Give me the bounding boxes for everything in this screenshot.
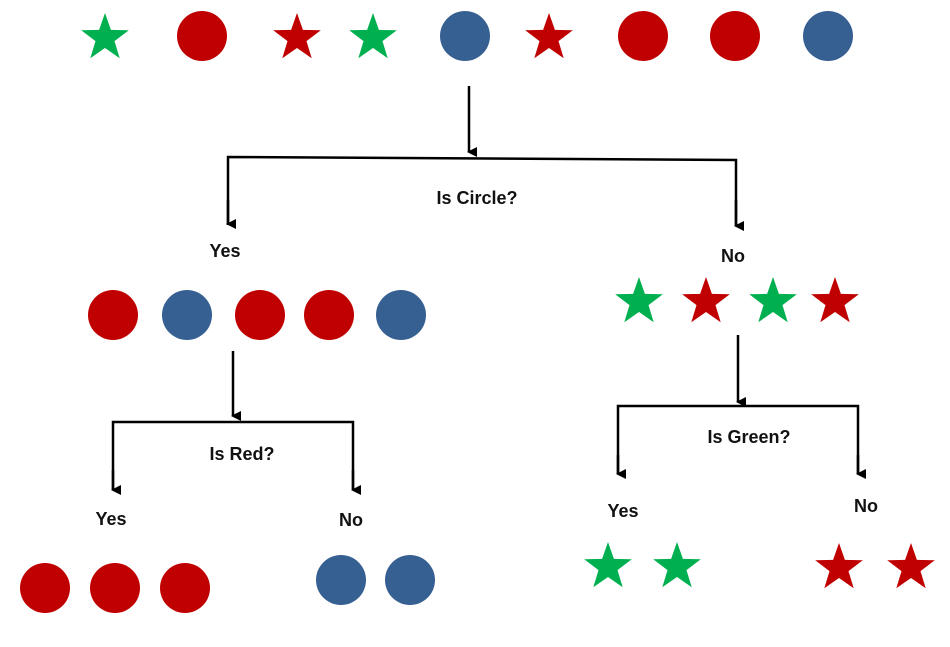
red-circle-icon — [160, 563, 210, 613]
right-split-bar — [616, 404, 860, 474]
blue-circle-icon — [162, 290, 212, 340]
red-star-icon — [682, 277, 730, 323]
green-star-icon — [584, 542, 632, 588]
red-circle-icon — [304, 290, 354, 340]
red-star-icon — [811, 277, 859, 323]
star-shape-set — [615, 277, 859, 323]
blue-circle-icon — [440, 11, 490, 61]
blue-circle-icon — [385, 555, 435, 605]
label-green-yes: Yes — [607, 501, 638, 521]
red-circle-icon — [710, 11, 760, 61]
green-star-set — [584, 542, 701, 588]
green-star-icon — [81, 13, 129, 59]
root-shape-set — [81, 11, 853, 61]
label-red-no: No — [339, 510, 363, 530]
question-is-green: Is Green? — [707, 427, 790, 447]
question-is-red: Is Red? — [209, 444, 274, 464]
left-split-bar — [111, 420, 355, 490]
blue-circle-icon — [316, 555, 366, 605]
red-star-icon — [525, 13, 573, 59]
red-circle-icon — [235, 290, 285, 340]
question-is-circle: Is Circle? — [436, 188, 517, 208]
green-star-icon — [615, 277, 663, 323]
label-green-no: No — [854, 496, 878, 516]
label-circle-yes: Yes — [209, 241, 240, 261]
red-circle-icon — [20, 563, 70, 613]
blue-circle-icon — [376, 290, 426, 340]
red-circle-icon — [88, 290, 138, 340]
red-circle-set — [20, 563, 210, 613]
red-circle-icon — [618, 11, 668, 61]
circle-shape-set — [88, 290, 426, 340]
red-star-set — [815, 543, 935, 589]
blue-circle-set — [316, 555, 435, 605]
red-star-icon — [815, 543, 863, 589]
red-star-icon — [887, 543, 935, 589]
label-red-yes: Yes — [95, 509, 126, 529]
green-star-icon — [653, 542, 701, 588]
blue-circle-icon — [803, 11, 853, 61]
connectors — [111, 86, 866, 495]
green-star-icon — [749, 277, 797, 323]
green-star-icon — [349, 13, 397, 59]
root-split-bar — [226, 155, 738, 226]
red-circle-icon — [177, 11, 227, 61]
red-circle-icon — [90, 563, 140, 613]
label-circle-no: No — [721, 246, 745, 266]
red-star-icon — [273, 13, 321, 59]
